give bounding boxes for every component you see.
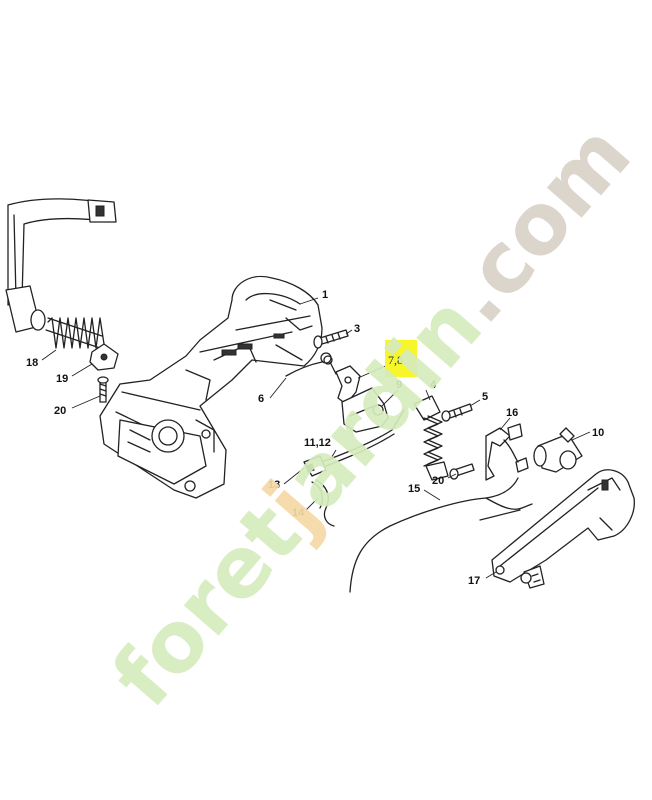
- label-part-19: 19: [56, 373, 68, 385]
- switch-part-16: [485, 423, 529, 481]
- av-spring-part-9: [413, 395, 449, 481]
- label-part-6: 6: [258, 393, 264, 405]
- label-part-16: 16: [506, 407, 518, 419]
- clip-part-13: [303, 455, 327, 477]
- screw-near-part-17: [520, 565, 545, 589]
- screw-part-3: [313, 329, 349, 349]
- label-part-5: 5: [482, 391, 488, 403]
- screw-part-5: [441, 403, 473, 422]
- watermark-part-4: .com: [427, 106, 650, 342]
- cable-part-15: [349, 477, 533, 593]
- label-part-13: 13: [268, 479, 280, 491]
- spring-part-6: [285, 352, 337, 377]
- leader-lines: [41, 297, 591, 579]
- label-part-20-right: 20: [432, 475, 444, 487]
- label-part-3: 3: [354, 323, 360, 335]
- label-part-11-12: 11,12: [304, 437, 331, 449]
- label-part-4: 4: [430, 379, 437, 391]
- spring-part-18: [45, 317, 105, 349]
- component-part-10: [533, 427, 583, 473]
- label-part-7-8: 7,8: [388, 353, 403, 367]
- label-part-10: 10: [592, 427, 604, 439]
- bracket-part-19: [89, 343, 119, 371]
- label-part-9: 9: [396, 379, 402, 391]
- label-part-15: 15: [408, 483, 420, 495]
- screw-part-20-left: [97, 376, 109, 403]
- handle-cover-part-17: [491, 469, 635, 583]
- label-part-14: 14: [292, 507, 305, 519]
- rear-handle-housing: [99, 275, 323, 499]
- screw-part-20-right: [449, 463, 475, 480]
- part-labels: 1 3 7,8 6 9 4 5 16 10 11,12 13 14 20 15 …: [26, 289, 604, 587]
- highlight-box-7-8: [385, 340, 417, 377]
- throttle-trigger-part-7-8: [335, 365, 389, 433]
- wire-part-14: [311, 479, 335, 527]
- label-part-17: 17: [468, 575, 480, 587]
- front-handle-bar: [5, 198, 117, 333]
- label-part-20-left: 20: [54, 405, 66, 417]
- label-part-1: 1: [322, 289, 328, 301]
- throttle-rod-part-11-12: [321, 409, 405, 467]
- label-part-18: 18: [26, 357, 38, 369]
